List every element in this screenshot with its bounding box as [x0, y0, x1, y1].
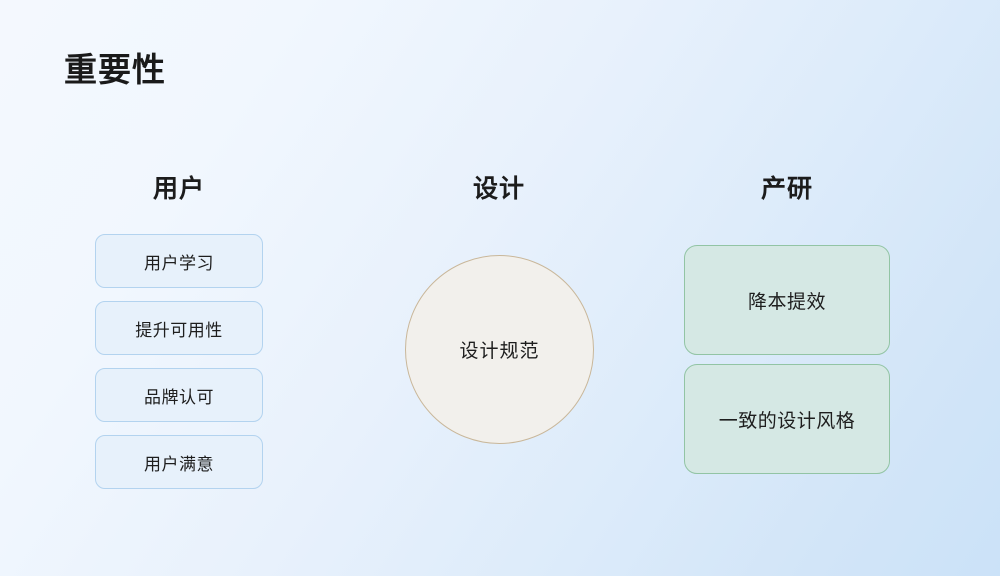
- product-research-card-label: 降本提效: [747, 291, 826, 313]
- user-card-item[interactable]: 品牌认可: [95, 368, 263, 422]
- user-card-item[interactable]: 用户学习: [95, 234, 263, 288]
- column-heading-user: 用户: [152, 175, 206, 203]
- product-research-card-item[interactable]: 一致的设计风格: [684, 364, 890, 474]
- user-card-label: 用户学习: [144, 253, 214, 273]
- product-research-card-label: 一致的设计风格: [718, 410, 856, 432]
- user-card-label: 品牌认可: [144, 387, 214, 407]
- page-title: 重要性: [64, 51, 166, 88]
- column-heading-design: 设计: [472, 175, 526, 203]
- user-card-item[interactable]: 提升可用性: [95, 301, 263, 355]
- product-research-card-list: 降本提效 一致的设计风格: [684, 245, 890, 474]
- column-heading-product-research: 产研: [760, 175, 814, 203]
- user-card-label: 用户满意: [144, 454, 214, 474]
- design-spec-circle[interactable]: 设计规范: [405, 255, 594, 444]
- product-research-card-item[interactable]: 降本提效: [684, 245, 890, 355]
- user-card-list: 用户学习 提升可用性 品牌认可 用户满意: [95, 234, 263, 489]
- user-card-label: 提升可用性: [135, 320, 223, 340]
- user-card-item[interactable]: 用户满意: [95, 435, 263, 489]
- design-spec-label: 设计规范: [459, 341, 540, 362]
